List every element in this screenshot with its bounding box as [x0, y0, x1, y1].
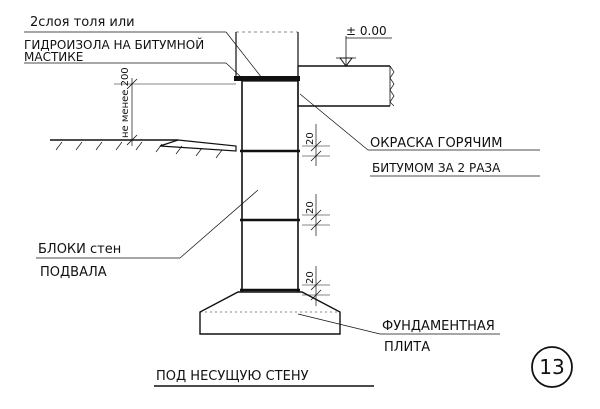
roofing-label-line3: МАСТИКЕ	[24, 50, 83, 64]
level-mark	[336, 36, 392, 67]
foundation-slab	[199, 291, 341, 335]
blocks-label-line2: ПОДВАЛА	[40, 265, 107, 280]
upper-wall	[235, 31, 299, 78]
roofing-label-line2: ГИДРОИЗОЛА НА БИТУМНОЙ	[24, 37, 204, 52]
leader-lines	[24, 31, 540, 335]
ground-line	[50, 139, 237, 159]
blocks-label-line1: БЛОКИ стен	[38, 242, 121, 257]
roofing-label-line1: 2слоя толя или	[30, 15, 135, 30]
min-height-label: не менее 200	[120, 67, 131, 138]
joint-dimensions	[302, 124, 330, 306]
joint-middle-label: 20	[305, 201, 316, 214]
figure-number: 13	[539, 355, 564, 379]
level-mark-label: ± 0.00	[346, 24, 387, 38]
waterproofing-layer	[234, 76, 300, 81]
slab-label-line1: ФУНДАМЕНТНАЯ	[382, 319, 495, 334]
block-joints	[240, 149, 300, 292]
joint-top-label: 20	[305, 132, 316, 145]
floor-slab	[297, 65, 395, 107]
slab-label-line2: ПЛИТА	[384, 340, 430, 355]
coating-label-line2: БИТУМОМ ЗА 2 РАЗА	[372, 161, 501, 175]
drawing-caption: ПОД НЕСУЩУЮ СТЕНУ	[156, 369, 309, 384]
basement-wall-blocks	[241, 80, 299, 292]
coating-label-line1: ОКРАСКА ГОРЯЧИМ	[370, 136, 502, 151]
figure-number-circle	[531, 346, 573, 388]
min-height-dimension	[114, 78, 236, 146]
joint-bottom-label: 20	[305, 271, 316, 284]
